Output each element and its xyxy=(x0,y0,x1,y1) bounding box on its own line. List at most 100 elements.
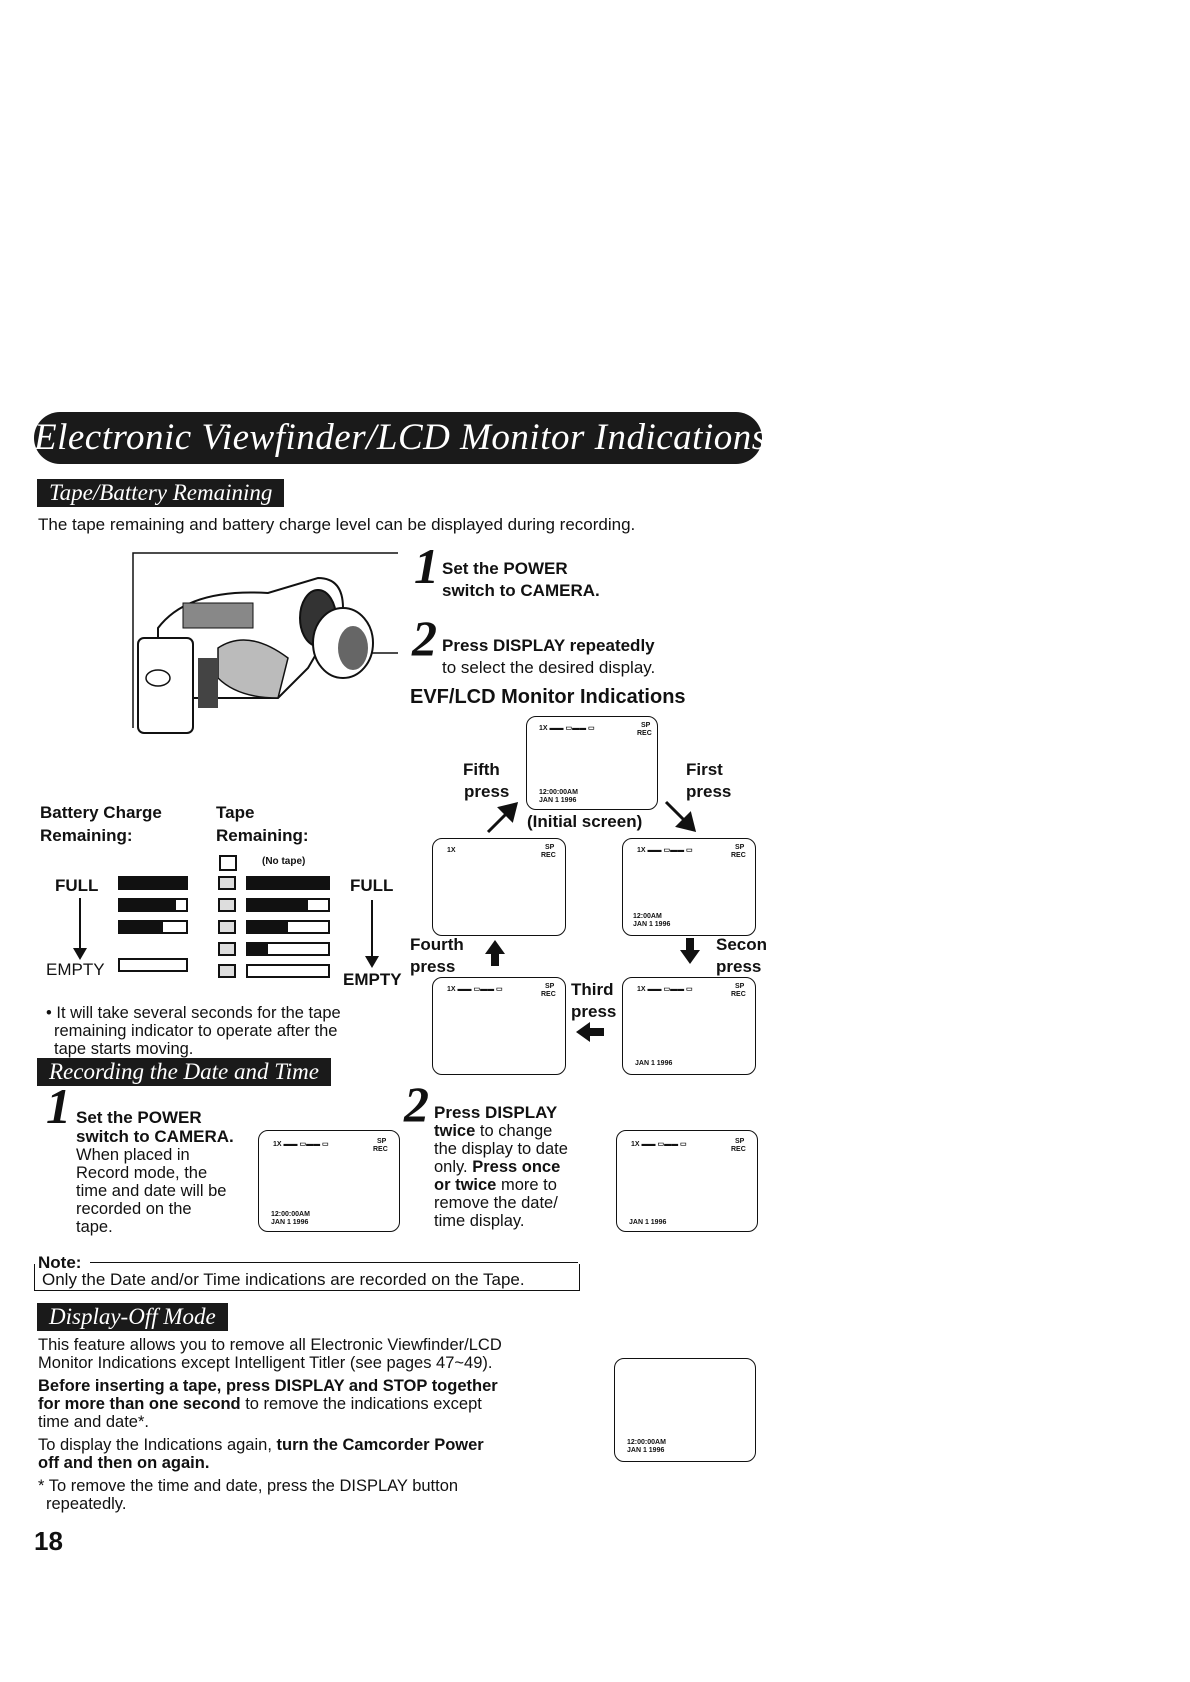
fourth-press-label-b: press xyxy=(410,957,456,976)
screen-zoom-only: 1X SP REC xyxy=(432,838,566,936)
tape-step-1-text-a: Set the POWER xyxy=(442,559,568,578)
battery-down-arrow-icon xyxy=(73,898,87,960)
date-step-2-number: 2 xyxy=(404,1076,429,1132)
note-top-rule xyxy=(90,1262,578,1263)
section-heading-date-time: Recording the Date and Time xyxy=(37,1058,331,1086)
screen-date-only: 1X ▬▬ ▭▬▬ ▭ SP REC JAN 1 1996 xyxy=(616,1130,758,1232)
fifth-press-label-a: Fifth xyxy=(463,760,500,779)
tape-cassette-icon xyxy=(218,876,236,890)
date-step-1-number: 1 xyxy=(46,1078,71,1134)
arrow-down-icon xyxy=(680,950,700,964)
screen-third-press: 1X ▬▬ ▭▬▬ ▭ SP REC xyxy=(432,977,566,1075)
fourth-press-label-a: Fourth xyxy=(410,935,464,954)
second-press-label-a: Secon xyxy=(716,935,768,954)
tape-step-1-text-b: switch to CAMERA. xyxy=(442,581,600,600)
screen-second-press: 1X ▬▬ ▭▬▬ ▭ SP REC JAN 1 1996 xyxy=(622,977,756,1075)
page-number: 18 xyxy=(34,1526,63,1556)
camcorder-illustration xyxy=(132,552,398,734)
date-step-1-line-5: tape. xyxy=(76,1218,113,1236)
tape-cassette-icon xyxy=(218,942,236,956)
display-off-p3-a: To display the Indications again, turn t… xyxy=(38,1436,484,1454)
arrow-up-right-icon xyxy=(486,801,519,834)
date-step-1-line-2: Record mode, the xyxy=(76,1164,208,1182)
display-off-p4-b: repeatedly. xyxy=(46,1495,127,1513)
display-off-p2-c: time and date*. xyxy=(38,1413,149,1431)
battery-full-label: FULL xyxy=(55,876,99,895)
no-tape-icon xyxy=(219,855,237,871)
screen-first-press: 1X ▬▬ ▭▬▬ ▭ SP REC 12:00AM JAN 1 1996 xyxy=(622,838,756,936)
arrow-down-shaft xyxy=(686,938,694,950)
second-press-label-b: press xyxy=(716,957,762,976)
battery-label-a: Battery Charge xyxy=(40,803,162,822)
date-step-2-line-2: twice to change xyxy=(434,1122,553,1140)
battery-level-bar xyxy=(118,958,188,972)
display-off-p1-a: This feature allows you to remove all El… xyxy=(38,1336,502,1354)
page-title-banner: Electronic Viewfinder/LCD Monitor Indica… xyxy=(34,412,766,464)
tape-label-a: Tape xyxy=(216,803,255,822)
note-text: Only the Date and/or Time indications ar… xyxy=(42,1270,525,1289)
evf-title: EVF/LCD Monitor Indications xyxy=(410,686,686,708)
arrow-down-right-icon xyxy=(664,800,697,833)
section-heading-display-off: Display-Off Mode xyxy=(37,1303,228,1331)
date-step-1-line-3: time and date will be xyxy=(76,1182,227,1200)
initial-screen: 1X ▬▬ ▭▬▬ ▭ SP REC 12:00:00AM JAN 1 1996 xyxy=(526,716,658,810)
tape-level-bar xyxy=(246,876,330,890)
note-label: Note: xyxy=(38,1253,82,1272)
note-box xyxy=(34,1264,580,1291)
date-step-1-bold-b: switch to CAMERA. xyxy=(76,1127,234,1146)
tape-cassette-icon xyxy=(218,898,236,912)
battery-level-bar xyxy=(118,920,188,934)
section-heading-tape-battery: Tape/Battery Remaining xyxy=(37,479,285,507)
display-off-p4-a: * To remove the time and date, press the… xyxy=(38,1477,459,1495)
date-step-1-bold-a: Set the POWER xyxy=(76,1108,202,1127)
tape-note-line-c: tape starts moving. xyxy=(54,1040,194,1058)
date-step-2-line-1: Press DISPLAY xyxy=(434,1103,558,1122)
date-step-2-line-4: only. Press once xyxy=(434,1158,561,1176)
display-off-p2-b: for more than one second to remove the i… xyxy=(38,1395,482,1413)
tape-cassette-icon xyxy=(218,920,236,934)
tape-step-2-text-b: to select the desired display. xyxy=(442,658,656,677)
arrow-left-icon xyxy=(576,1022,590,1042)
display-off-p3-b: off and then on again. xyxy=(38,1454,210,1472)
tape-full-label: FULL xyxy=(350,876,394,895)
page-title: Electronic Viewfinder/LCD Monitor Indica… xyxy=(34,417,767,458)
arrow-up-shaft xyxy=(491,954,499,966)
battery-level-bar xyxy=(118,876,188,890)
screen-display-off: 12:00:00AM JAN 1 1996 xyxy=(614,1358,756,1462)
date-step-2-line-6: remove the date/ xyxy=(434,1194,558,1212)
fifth-press-label-b: press xyxy=(464,782,510,801)
tape-level-bar xyxy=(246,964,330,978)
tape-level-bar xyxy=(246,942,330,956)
tape-label-b: Remaining: xyxy=(216,826,309,845)
battery-label-b: Remaining: xyxy=(40,826,133,845)
tape-step-2-text-a: Press DISPLAY repeatedly xyxy=(442,636,655,655)
tape-step-2-number: 2 xyxy=(412,610,437,666)
third-press-label-b: press xyxy=(571,1002,617,1021)
date-step-2-line-5: or twice more to xyxy=(434,1176,557,1194)
date-step-2-line-7: time display. xyxy=(434,1212,525,1230)
display-off-p1-b: Monitor Indications except Intelligent T… xyxy=(38,1354,493,1372)
tape-note-line-b: remaining indicator to operate after the xyxy=(54,1022,338,1040)
first-press-label-a: First xyxy=(686,760,723,779)
no-tape-label: (No tape) xyxy=(262,856,306,867)
tape-level-bar xyxy=(246,898,330,912)
third-press-label-a: Third xyxy=(571,980,614,999)
arrow-up-icon xyxy=(485,940,505,954)
screen-date-time-example: 1X ▬▬ ▭▬▬ ▭ SP REC 12:00:00AM JAN 1 1996 xyxy=(258,1130,400,1232)
tape-note-line-a: • It will take several seconds for the t… xyxy=(46,1004,341,1022)
battery-empty-label: EMPTY xyxy=(46,960,105,979)
date-step-2-line-3: the display to date xyxy=(434,1140,568,1158)
date-step-1-line-4: recorded on the xyxy=(76,1200,192,1218)
arrow-left-shaft xyxy=(590,1028,604,1036)
tape-step-1-number: 1 xyxy=(414,538,439,594)
display-off-p2-a: Before inserting a tape, press DISPLAY a… xyxy=(38,1377,498,1395)
tape-empty-label: EMPTY xyxy=(343,970,402,989)
tape-cassette-icon xyxy=(218,964,236,978)
initial-screen-label: (Initial screen) xyxy=(527,812,643,831)
tape-down-arrow-icon xyxy=(365,900,379,968)
tape-battery-intro: The tape remaining and battery charge le… xyxy=(38,515,636,534)
date-step-1-line-1: When placed in xyxy=(76,1146,190,1164)
battery-level-bar xyxy=(118,898,188,912)
first-press-label-b: press xyxy=(686,782,732,801)
tape-level-bar xyxy=(246,920,330,934)
